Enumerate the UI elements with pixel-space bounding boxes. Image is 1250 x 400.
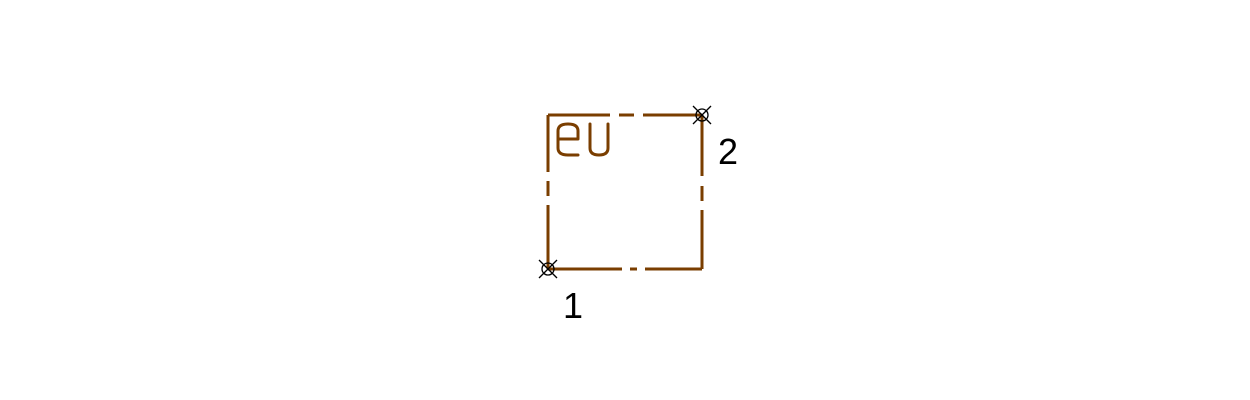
marker-cross-line <box>538 259 558 279</box>
symbol-code-letter-e <box>556 122 580 157</box>
point-label-1: 1 <box>563 285 583 326</box>
dashed-rectangle <box>546 113 704 271</box>
symbol-code <box>556 122 610 157</box>
point-marker-2 <box>692 105 712 125</box>
crossed-circle-icon <box>695 108 709 122</box>
marker-cross-line <box>692 105 712 125</box>
symbol-code-letter-u <box>588 122 610 157</box>
crossed-circle-icon <box>541 262 555 276</box>
point-label-2: 2 <box>718 131 738 172</box>
point-marker-1 <box>538 259 558 279</box>
